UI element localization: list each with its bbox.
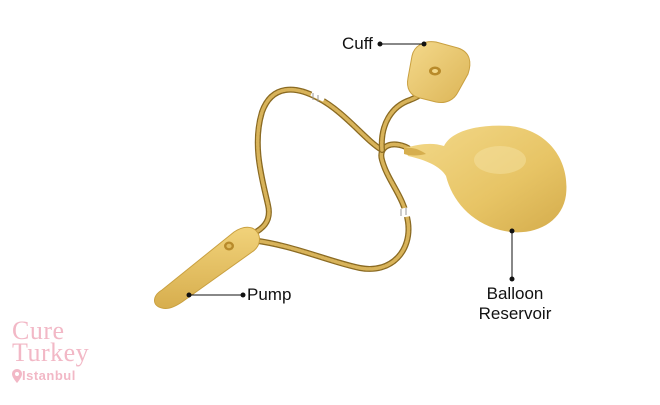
location-pin-icon	[12, 369, 22, 383]
tube-connector-upper	[310, 89, 327, 102]
pump	[154, 226, 260, 309]
tubing-pump-to-cuff	[245, 86, 385, 239]
balloon-reservoir	[404, 125, 567, 233]
watermark-line-3: Istanbul	[22, 368, 76, 383]
watermark-line-2: Turkey	[12, 338, 90, 367]
pump-label: Pump	[247, 285, 292, 304]
brand-watermark: Cure Turkey Istanbul	[12, 318, 122, 390]
watermark-line-1: Cure	[12, 316, 65, 345]
reservoir-label-line1: Balloon	[486, 284, 544, 303]
cuff	[407, 41, 471, 103]
balloon-reservoir-label: Balloon Reservoir	[470, 284, 560, 324]
leader-reservoir	[509, 228, 515, 282]
tubing-pump-to-reservoir	[247, 141, 412, 272]
leader-pump	[186, 292, 246, 298]
leader-cuff	[377, 41, 427, 47]
reservoir-label-line2: Reservoir	[478, 304, 552, 323]
cuff-label: Cuff	[342, 34, 373, 53]
tube-connector-lower	[397, 206, 413, 219]
